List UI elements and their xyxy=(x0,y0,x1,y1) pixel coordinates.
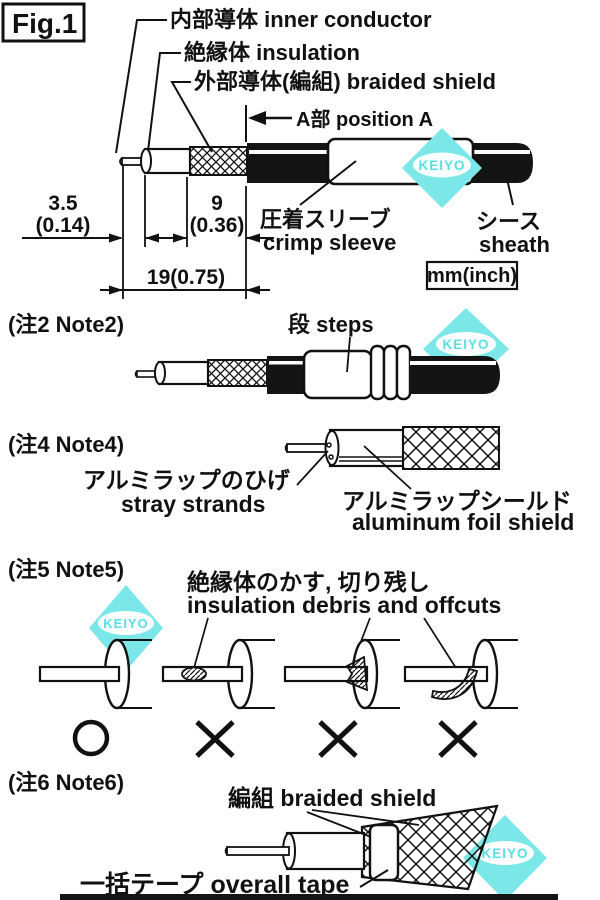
bad-mark xyxy=(318,720,358,758)
dim-braid-mm: 9 xyxy=(211,192,223,215)
sheath-highlight xyxy=(410,361,496,365)
note5-heading: (注5 Note5) xyxy=(8,557,124,582)
cable-end-example-offcut xyxy=(403,638,518,758)
figure-title: Fig.1 xyxy=(12,8,77,39)
keiyo-logo-text: KEIYO xyxy=(481,846,528,861)
figure-title-box: Fig.1 xyxy=(1,2,86,43)
inner-conductor-leader xyxy=(115,19,167,154)
stray-strands-label-jp: アルミラップのひげ xyxy=(83,467,291,493)
foil-shield-face xyxy=(324,430,340,466)
keiyo-cloud-icon xyxy=(413,152,471,178)
insulation-face xyxy=(140,148,152,174)
crimp-sleeve-label-jp: 圧着スリーブ xyxy=(260,207,391,232)
position-a-label: A部 position A xyxy=(296,107,433,131)
debris-leader xyxy=(193,617,209,669)
position-a-callout: A部 position A xyxy=(245,105,433,142)
keiyo-logo-text: KEIYO xyxy=(103,616,148,631)
crimp-sleeve-leader xyxy=(299,160,357,206)
debris-blob xyxy=(181,666,207,682)
insulation-label: 絶縁体 insulation xyxy=(184,40,360,65)
keiyo-cloud-icon xyxy=(436,332,496,356)
insulation-cylinder xyxy=(285,831,366,871)
insulation-face xyxy=(154,361,166,385)
note5-section: (注5 Note5) KEIYO 絶縁体のかす, 切り残し insulation… xyxy=(8,557,518,758)
sheath-label-en: sheath xyxy=(479,232,550,257)
inner-conductor-wire xyxy=(226,846,290,856)
sleeve-step-ring xyxy=(395,344,412,401)
debris-leader xyxy=(423,617,457,669)
braid-section xyxy=(189,146,248,176)
braid-leader xyxy=(306,811,372,838)
foil-shield-label-en: aluminum foil shield xyxy=(352,509,574,535)
stray-strands-label-en: stray strands xyxy=(121,491,265,517)
note2-heading: (注2 Note2) xyxy=(8,312,124,337)
conductor-pin xyxy=(283,665,369,683)
conductor-pin xyxy=(38,665,121,683)
sheath-label-jp: シース xyxy=(476,209,541,234)
offcut-curl xyxy=(430,667,479,700)
note4-heading: (注4 Note4) xyxy=(8,432,124,457)
note2-section: (注2 Note2) 段 steps KEIYO xyxy=(8,308,509,401)
stray-strands-leader xyxy=(296,450,329,486)
sheath-highlight xyxy=(269,361,306,365)
note4-cable-drawing xyxy=(284,426,500,470)
note6-cable-drawing xyxy=(224,804,499,891)
note6-section: (注6 Note6) 編組 braided shield KEIYO 一括テープ… xyxy=(8,770,558,900)
foil-shield-leader xyxy=(363,445,412,490)
keiyo-logo-text: KEIYO xyxy=(442,337,489,352)
cable-end-example-good xyxy=(38,638,152,757)
braid-leader xyxy=(311,809,420,826)
sleeve-step-ring xyxy=(382,344,399,401)
insulation-cylinder xyxy=(143,147,192,175)
steps-label: 段 steps xyxy=(288,312,374,337)
note4-section: (注4 Note4) アルミラップのひげ stray strands アルミラッ… xyxy=(8,426,574,535)
braided-shield-label: 外部導体(編組) braided shield xyxy=(194,69,496,94)
good-mark xyxy=(72,719,110,757)
keiyo-watermark: KEIYO xyxy=(402,128,482,208)
note6-heading: (注6 Note6) xyxy=(8,770,124,795)
debris-wedge xyxy=(345,655,369,692)
bad-mark xyxy=(438,720,478,758)
foil-shield-label-jp: アルミラップシールド xyxy=(342,488,572,514)
cropped-table-edge xyxy=(60,894,558,900)
keiyo-watermark: KEIYO xyxy=(463,815,547,900)
braid-label: 編組 braided shield xyxy=(228,785,436,811)
braid-section xyxy=(402,426,500,470)
braided-shield-leader xyxy=(170,81,213,153)
dim-braid-inch: (0.36) xyxy=(190,214,245,237)
braid-section xyxy=(207,359,268,387)
position-a-arrowhead xyxy=(248,111,266,125)
cable-end-example-debris-mid xyxy=(161,638,275,758)
insulation-leader xyxy=(147,52,181,152)
dimension-lines: 3.5 (0.14) 9 (0.36) 19(0.75) xyxy=(22,166,274,299)
crimp-sleeve-body xyxy=(302,349,374,400)
keiyo-cloud-icon xyxy=(98,611,154,635)
insulation-cylinder xyxy=(157,360,210,386)
inner-conductor-label: 内部導体 inner conductor xyxy=(170,7,432,32)
note2-cable-drawing xyxy=(134,344,500,401)
keiyo-logo-text: KEIYO xyxy=(418,158,465,173)
steps-leader xyxy=(346,336,351,373)
inner-conductor-wire xyxy=(286,443,331,453)
debris-label-jp: 絶縁体のかす, 切り残し xyxy=(187,569,430,595)
sleeve-step-ring xyxy=(369,344,386,401)
dim-total: 19(0.75) xyxy=(147,266,225,289)
sheath-right xyxy=(410,356,500,394)
dim-tip-mm: 3.5 xyxy=(48,192,78,215)
keiyo-cloud-icon xyxy=(476,841,534,865)
overall-tape-band xyxy=(368,823,400,882)
bad-mark xyxy=(195,720,235,758)
dim-tip-inch: (0.14) xyxy=(36,214,91,237)
crimp-sleeve-label-en: crimp sleeve xyxy=(263,230,396,255)
debris-label-en: insulation debris and offcuts xyxy=(187,592,501,618)
stray-strand-dot xyxy=(326,442,332,448)
sheath-leader xyxy=(506,178,514,206)
cable-end-example-debris-base xyxy=(283,638,400,758)
units-label: mm(inch) xyxy=(427,265,517,287)
overall-tape-leader xyxy=(359,869,389,888)
units-box: mm(inch) xyxy=(425,260,519,291)
main-figure: 内部導体 inner conductor 絶縁体 insulation 外部導体… xyxy=(22,7,550,299)
stray-strand-dot xyxy=(328,454,334,460)
